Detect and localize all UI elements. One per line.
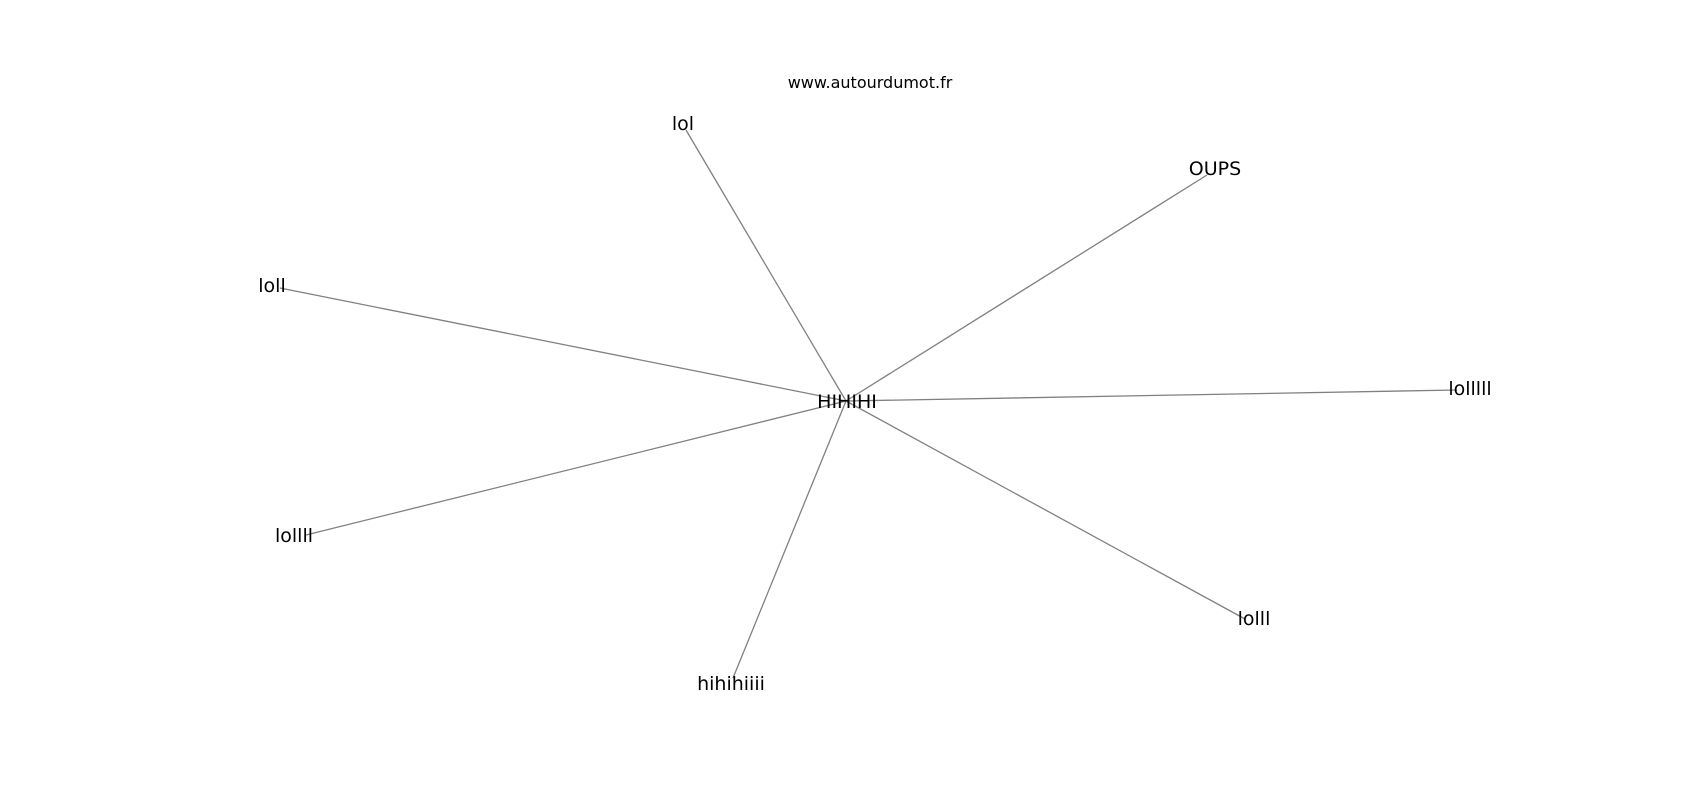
node-label-lollll2[interactable]: lolllll <box>1448 378 1491 400</box>
node-label-oups[interactable]: OUPS <box>1189 158 1241 180</box>
node-label-lolll[interactable]: lolll <box>1238 608 1271 630</box>
edge-lollll <box>305 400 847 536</box>
edge-lol <box>685 129 847 402</box>
edge-oups <box>845 174 1208 402</box>
node-label-loll[interactable]: loll <box>258 275 285 297</box>
edge-hihihiiii <box>732 400 847 679</box>
center-node-label[interactable]: HIHIHI <box>817 391 877 413</box>
node-label-lol[interactable]: lol <box>672 113 694 135</box>
watermark-text: www.autourdumot.fr <box>788 73 953 92</box>
node-label-lollll[interactable]: lollll <box>275 525 313 547</box>
edge-loll <box>279 287 847 402</box>
edge-lollll2 <box>845 389 1458 402</box>
edges-layer <box>279 129 1458 679</box>
node-label-hihihiiii[interactable]: hihihiiii <box>697 673 765 695</box>
edge-lolll <box>845 400 1246 620</box>
